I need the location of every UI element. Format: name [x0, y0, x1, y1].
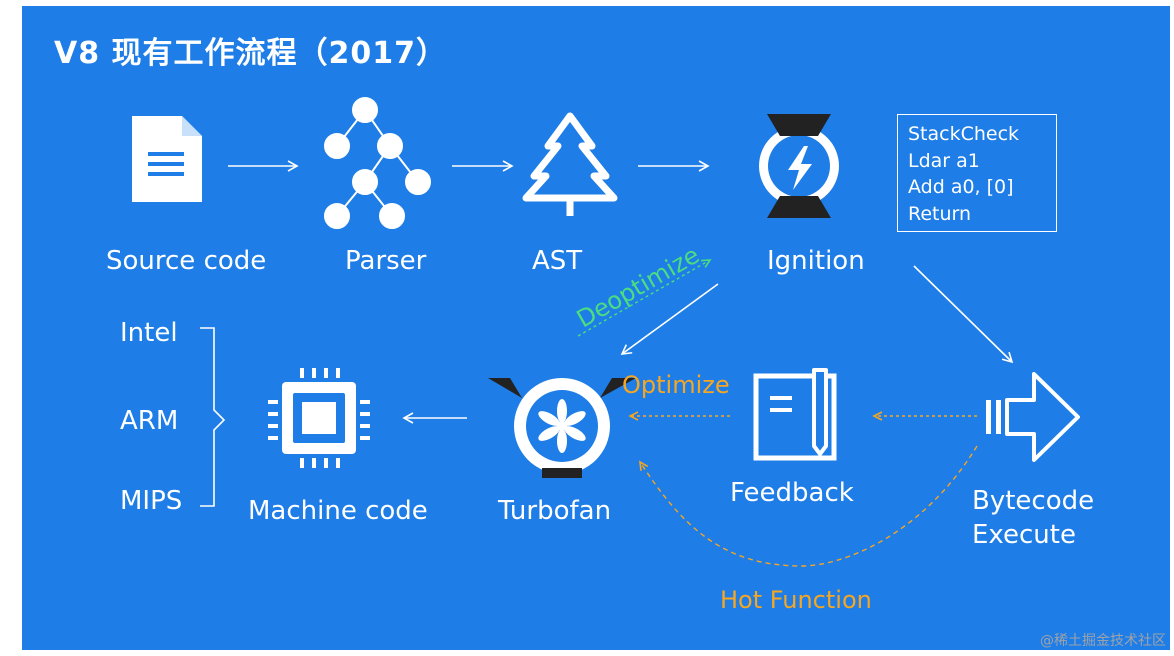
source-code-label: Source code — [106, 246, 267, 276]
arrow-hot-function — [639, 445, 978, 567]
machine-code-label: Machine code — [248, 496, 428, 526]
ast-label: AST — [532, 246, 583, 276]
bytecode-execute-icon — [986, 372, 1080, 462]
bytecode-label: Bytecode — [972, 486, 1095, 516]
arrow-deoptimize — [577, 259, 712, 337]
deoptimize-label: Deoptimize — [572, 241, 704, 334]
document-icon — [132, 116, 202, 202]
arch-intel-label: Intel — [120, 318, 178, 348]
diagram-canvas: Deoptimize — [132, 97, 1080, 567]
architecture-bracket — [200, 327, 226, 507]
turbofan-label: Turbofan — [498, 496, 612, 526]
slide-title: V8 现有工作流程（2017） — [54, 36, 448, 71]
bytecode-line: Add a0, [0] — [908, 176, 1014, 198]
arch-mips-label: MIPS — [120, 486, 183, 516]
slide: V8 现有工作流程（2017） — [22, 6, 1170, 650]
turbofan-icon — [488, 378, 636, 478]
parser-tree-icon — [324, 97, 431, 229]
ignition-icon — [759, 114, 839, 218]
bytecode-line: Ldar a1 — [908, 149, 980, 172]
feedback-label: Feedback — [730, 478, 854, 508]
arrow-ignition-to-bytecode — [913, 265, 1014, 364]
bytecode-line: StackCheck — [908, 123, 1020, 145]
bytecode-listing-box: StackCheck Ldar a1 Add a0, [0] Return — [897, 114, 1057, 232]
chip-icon — [268, 368, 370, 468]
hot-function-label: Hot Function — [720, 586, 872, 614]
bytecode-line: Return — [908, 202, 972, 225]
ignition-label: Ignition — [767, 246, 865, 276]
arrow-ignition-to-turbofan — [620, 283, 719, 355]
execute-label: Execute — [972, 520, 1076, 550]
ast-tree-icon — [522, 112, 618, 216]
watermark: @稀土掘金技术社区 — [1040, 633, 1166, 649]
optimize-label: Optimize — [622, 371, 730, 399]
arch-arm-label: ARM — [120, 406, 179, 436]
feedback-notebook-icon — [753, 368, 837, 461]
parser-label: Parser — [345, 246, 427, 276]
